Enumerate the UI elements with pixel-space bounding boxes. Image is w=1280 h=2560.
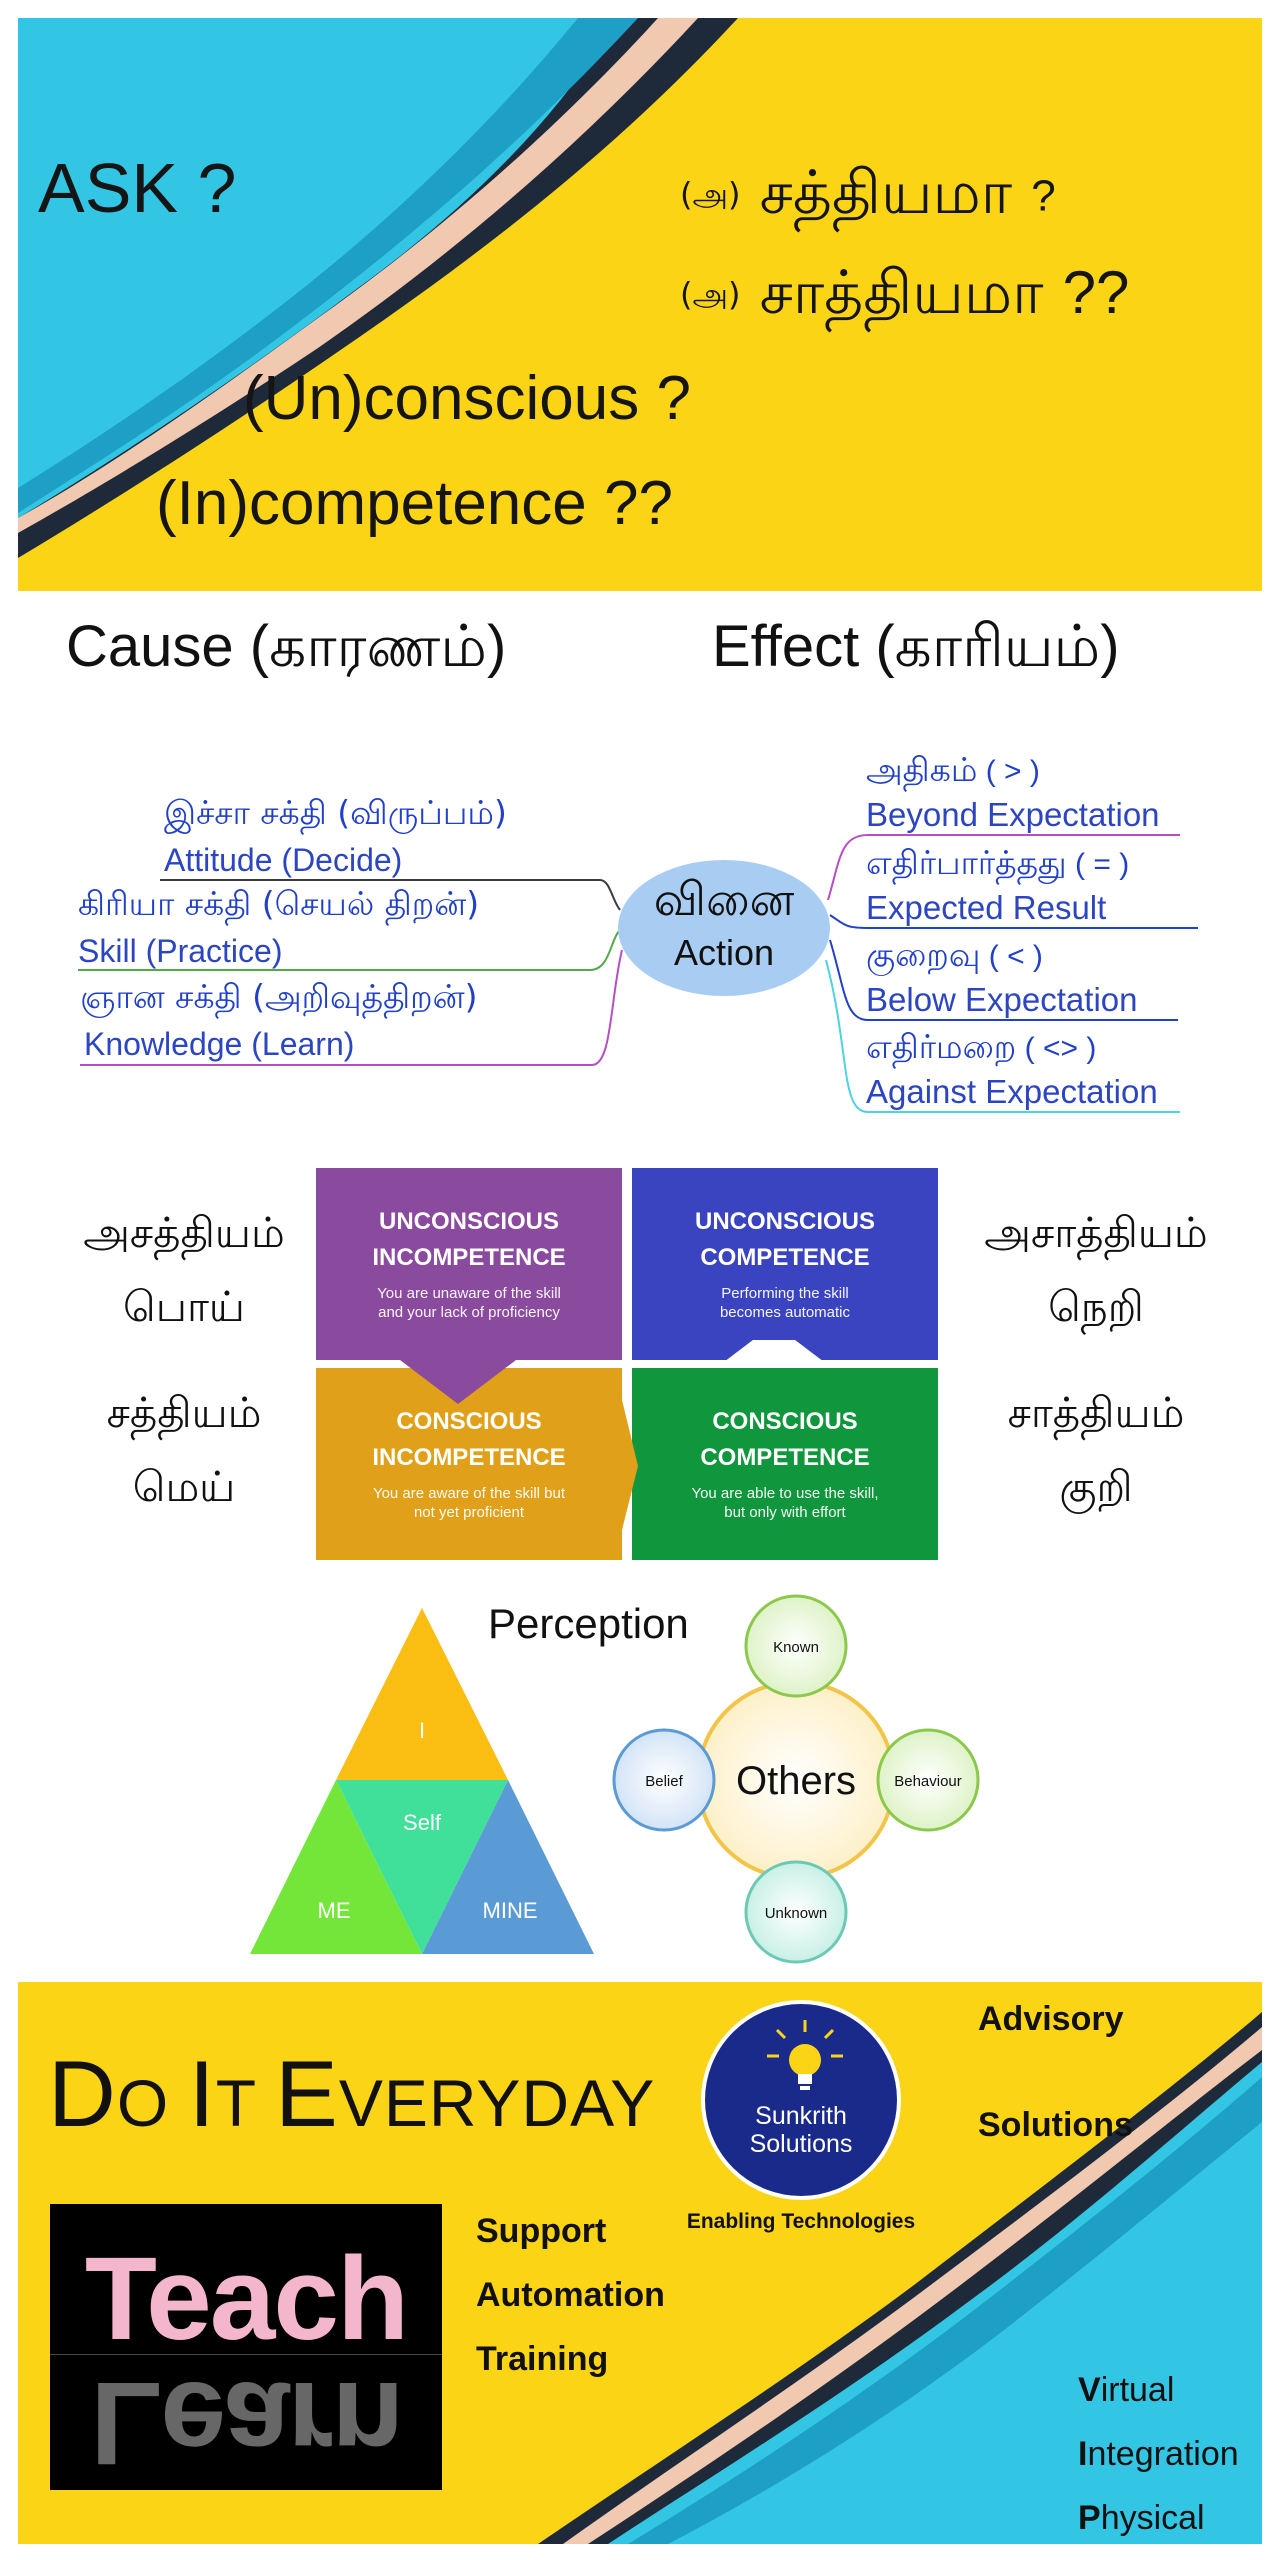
unknown-label: Unknown xyxy=(765,1905,828,1922)
left-branch-2-tamil: கிரியா சக்தி (செயல் திறன்) xyxy=(78,884,480,923)
others-label: Others xyxy=(736,1759,856,1803)
support-text: Support xyxy=(476,2212,607,2250)
effect-tamil: காரியம் xyxy=(894,612,1101,680)
known-circle xyxy=(744,1594,848,1698)
triangle-mine xyxy=(422,1780,594,1954)
known-label: Known xyxy=(773,1639,819,1656)
saathiyama-line: (அ) சாத்தியமா ?? xyxy=(680,258,1129,336)
left-bottom-label: சத்தியம் மெய் xyxy=(106,1388,262,1511)
bottom-banner: DO IT EVERYDAY Teach Learn Sunkrith Solu… xyxy=(18,1982,1262,2544)
integration-text: Integration xyxy=(1078,2435,1239,2473)
physical-text: Physical xyxy=(1078,2499,1205,2537)
learn-reflection-text: Learn xyxy=(90,2357,402,2489)
prefix-a: (அ) xyxy=(680,275,741,314)
right-top-label: அசாத்தியம் நெறி xyxy=(984,1208,1208,1331)
perception-title: Perception xyxy=(488,1600,689,1647)
action-english: Action xyxy=(673,932,775,973)
do-it-everyday-heading: DO IT EVERYDAY xyxy=(48,2041,656,2146)
triangle-i xyxy=(336,1608,508,1780)
teach-learn-logo: Teach Learn xyxy=(50,2204,442,2490)
right-branch-3-english: Below Expectation xyxy=(866,981,1138,1018)
right-branch-4-english: Against Expectation xyxy=(866,1073,1158,1110)
teach-text: Teach xyxy=(84,2233,409,2365)
right-branch-2-english: Expected Result xyxy=(866,889,1107,926)
right-branch-1-tamil: அதிகம் ( > ) xyxy=(866,750,1040,789)
matrix-arrows xyxy=(400,1340,832,1530)
arrow-up-notch xyxy=(716,1340,832,1368)
others-circles: Others Known Belief Behaviour Unknown xyxy=(612,1594,980,1964)
top-banner: ASK ? (அ) சத்தியமா ? (அ) சாத்தியமா ?? (U… xyxy=(18,18,1262,591)
unconscious-text: (Un)conscious ? xyxy=(243,364,691,433)
left-branch-1-tamil: இச்சா சக்தி (விருப்பம்) xyxy=(164,793,507,832)
question-mark: ? xyxy=(1031,171,1056,221)
sathiyama-line: (அ) சத்தியமா ? xyxy=(680,158,1056,236)
right-branch-4-tamil: எதிர்மறை ( <> ) xyxy=(866,1027,1097,1066)
action-tamil: வினை xyxy=(653,872,795,926)
wave-decoration-bottom xyxy=(538,2012,1262,2544)
self-triangle: I Self ME MINE xyxy=(250,1608,594,1954)
triangle-me xyxy=(250,1780,422,1954)
training-text: Training xyxy=(476,2340,609,2378)
logo-tagline: Enabling Technologies xyxy=(686,2210,916,2233)
triangle-me-label: ME xyxy=(318,1898,351,1923)
vip-list: Virtual Integration Physical xyxy=(1078,2358,1239,2544)
sathiyama-word: சத்தியமா xyxy=(759,158,1013,228)
solutions-text: Solutions xyxy=(978,2106,1133,2144)
ask-text: ASK ? xyxy=(38,149,237,227)
lightbulb-icon xyxy=(767,2020,843,2090)
arrow-right-notch xyxy=(622,1400,638,1530)
left-branch-3-english: Knowledge (Learn) xyxy=(84,1026,355,1062)
right-bottom-label: சாத்தியம் குறி xyxy=(1007,1388,1185,1511)
triangle-mine-label: MINE xyxy=(483,1898,538,1923)
action-node xyxy=(618,860,830,996)
behaviour-circle xyxy=(876,1728,980,1832)
arrow-down-notch xyxy=(400,1360,516,1404)
logo-name: Sunkrith Solutions xyxy=(749,2102,853,2158)
automation-text: Automation xyxy=(476,2276,665,2314)
triangle-self xyxy=(336,1780,508,1954)
left-branch-1-english: Attitude (Decide) xyxy=(164,842,403,878)
left-top-label: அசத்தியம் பொய் xyxy=(83,1208,285,1331)
incompetence-text: (In)competence ?? xyxy=(156,469,673,538)
virtual-text: Virtual xyxy=(1078,2371,1175,2409)
saathiyama-word: சாத்தியமா xyxy=(759,258,1044,328)
cause-heading: Cause (காரணம்) xyxy=(66,612,507,680)
right-branch-1-english: Beyond Expectation xyxy=(866,796,1160,833)
right-branch-2-tamil: எதிர்பார்த்தது ( = ) xyxy=(866,843,1130,882)
left-branch-2-english: Skill (Practice) xyxy=(78,933,283,969)
effect-heading: Effect (காரியம்) xyxy=(712,612,1120,680)
belief-label: Belief xyxy=(645,1773,683,1790)
belief-circle xyxy=(612,1728,716,1832)
mind-map-connectors xyxy=(78,834,1198,1113)
cause-tamil: காரணம் xyxy=(269,612,487,680)
triangle-i-label: I xyxy=(419,1718,425,1743)
reflection-line xyxy=(50,2354,442,2355)
triangle-self-label: Self xyxy=(403,1810,442,1835)
left-branch-3-tamil: ஞான சக்தி (அறிவுத்திறன்) xyxy=(80,977,478,1016)
wave-decoration xyxy=(18,18,738,558)
unknown-circle xyxy=(744,1860,848,1964)
advisory-text: Advisory xyxy=(978,2000,1124,2038)
question-marks: ?? xyxy=(1062,259,1130,326)
prefix-a: (அ) xyxy=(680,175,741,214)
behaviour-label: Behaviour xyxy=(894,1773,962,1790)
sunkrith-logo xyxy=(701,2000,901,2200)
right-branch-3-tamil: குறைவு ( < ) xyxy=(866,935,1043,974)
